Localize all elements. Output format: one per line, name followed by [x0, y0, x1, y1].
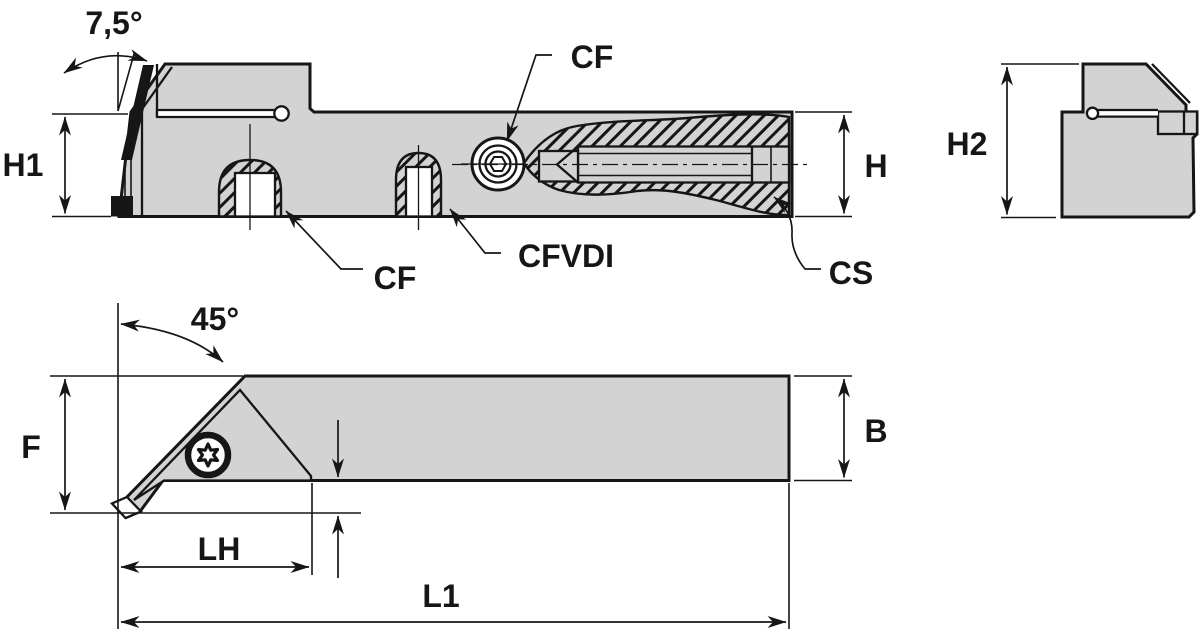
end-chamfer-line	[1151, 63, 1191, 104]
leader-cs	[773, 196, 821, 270]
dim-h	[795, 111, 852, 218]
coolant-channel	[452, 113, 807, 217]
leader-label-cf-front: CF	[374, 260, 417, 296]
torx-screw	[184, 431, 232, 479]
clamp-slot	[155, 105, 290, 122]
dim-label-angle-45: 45°	[191, 301, 239, 337]
insert-edge-line	[124, 160, 132, 196]
leader-label-cf-top: CF	[571, 39, 614, 75]
dim-label-angle-top: 7,5°	[85, 5, 142, 41]
leader-cf-front	[285, 210, 363, 270]
angle-45-callout	[117, 303, 224, 629]
dim-f	[50, 375, 361, 514]
dim-h1	[52, 113, 128, 218]
dim-label-b: B	[864, 413, 887, 449]
cf-front-port	[217, 124, 283, 230]
angle-7-5-callout	[63, 49, 148, 112]
dim-label-f: F	[21, 429, 41, 465]
end-clamp-slot	[1085, 106, 1158, 121]
end-view-body	[1060, 62, 1199, 219]
dim-label-h2: H2	[947, 126, 988, 162]
leader-cfvdi	[449, 208, 501, 254]
dim-h2	[1001, 63, 1079, 219]
dim-l1	[120, 483, 790, 629]
dim-label-l1: L1	[422, 578, 459, 614]
dim-label-h: H	[864, 148, 887, 184]
side-view: 7,5° H1 CF CF CFVDI CS H	[3, 5, 888, 296]
dim-label-lh: LH	[198, 531, 241, 567]
leader-label-cfvdi: CFVDI	[518, 238, 614, 274]
dim-lh	[120, 483, 313, 575]
dim-label-h1: H1	[3, 147, 44, 183]
plan-view: 45° F B LH L1	[21, 301, 888, 629]
dim-b	[794, 375, 852, 482]
cutting-tip-section	[111, 196, 133, 217]
cfvdi-port	[394, 145, 443, 230]
leader-label-cs: CS	[829, 255, 873, 291]
leader-cf-top	[506, 54, 552, 142]
end-insert-edge	[1156, 110, 1199, 136]
insert-section	[121, 65, 154, 160]
end-view: H2	[947, 62, 1199, 219]
